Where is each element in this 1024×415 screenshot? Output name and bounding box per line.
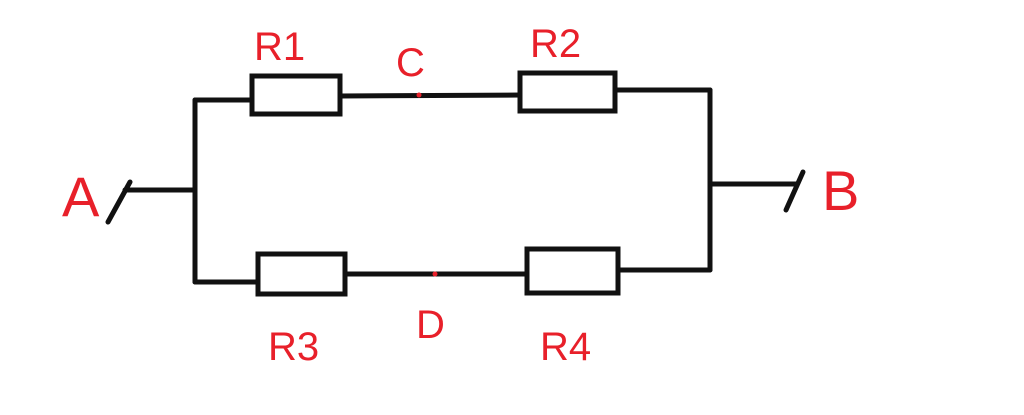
resistor-r2-label: R2 (530, 22, 581, 66)
node-c-label: C (396, 41, 425, 85)
terminal-b-tick (783, 169, 806, 213)
terminal-b-label: B (822, 159, 859, 222)
node-d-label: D (416, 303, 445, 347)
top-wire-mid (337, 92, 525, 99)
node-c-marker (416, 92, 422, 98)
resistor-r1 (249, 73, 343, 117)
resistor-r4 (524, 246, 621, 296)
node-d-marker (432, 271, 438, 277)
resistor-r2 (517, 70, 618, 114)
terminal-a-tick (105, 179, 133, 225)
resistor-r1-label: R1 (254, 25, 305, 69)
resistor-r3 (255, 251, 348, 297)
resistor-r4-label: R4 (540, 325, 591, 369)
terminal-a-label: A (62, 165, 100, 228)
resistor-r3-label: R3 (268, 325, 319, 369)
